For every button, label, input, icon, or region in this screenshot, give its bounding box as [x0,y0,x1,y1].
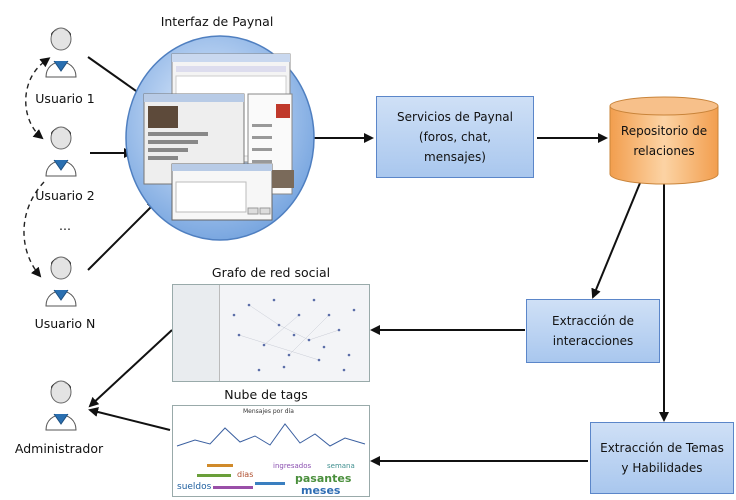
admin-label: Administrador [14,441,104,456]
graph-title: Grafo de red social [211,265,331,280]
extraction1-line-2: interacciones [552,334,634,348]
tag-word: dias [237,470,254,479]
extraction-interactions-box: Extracción de interacciones [526,299,660,363]
user-label-1: Usuario 1 [35,91,95,106]
user-icon [45,256,77,307]
tag-cloud: pasantes meses sueldos ingresados dias s… [177,458,367,497]
social-graph-screenshot [172,284,370,382]
services-line-1: Servicios de Paynal [397,110,513,124]
interface-title: Interfaz de Paynal [160,14,274,29]
paynal-interface-illustration [125,35,315,241]
extraction2-line-1: Extracción de Temas [600,441,724,455]
arrow-graph-admin [88,329,173,408]
tag-word: pasantes [295,472,352,485]
graph-side-panel [173,285,220,381]
tag-word: ingresados [273,462,312,470]
extraction2-line-2: y Habilidades [621,461,703,475]
services-line-3: mensajes) [424,150,486,164]
admin-icon [45,380,77,431]
dashed-arrow-users-bottom [23,181,45,278]
user-icon [45,126,77,177]
extraction1-line-1: Extracción de [552,314,634,328]
chart-caption: Mensajes por día [243,408,294,415]
messages-line-chart [176,423,366,447]
tag-word: sueldos [177,482,212,492]
arrow-userN-interface [87,200,158,271]
tag-cloud-screenshot: Mensajes por día pasantes meses sueldos … [172,405,370,497]
arrow-cloud-admin [88,407,171,431]
repository-line-2: relaciones [633,144,695,158]
extraction-topics-box: Extracción de Temas y Habilidades [590,422,734,494]
tag-word: meses [301,484,341,497]
user-label-n: Usuario N [34,316,96,331]
arrow-repository-extraction1 [591,182,641,299]
cloud-title: Nube de tags [224,387,308,402]
graph-network [232,298,356,372]
user-icon [45,27,77,78]
services-box: Servicios de Paynal (foros, chat, mensaj… [376,96,534,178]
tag-word: semana [327,462,355,470]
user-label-2: Usuario 2 [35,188,95,203]
repository-label: Repositorio de relaciones [608,121,720,161]
repository-cylinder [609,96,719,185]
services-line-2: (foros, chat, [418,130,492,144]
user-ellipsis: ... [59,218,71,233]
repository-line-1: Repositorio de [620,124,708,138]
